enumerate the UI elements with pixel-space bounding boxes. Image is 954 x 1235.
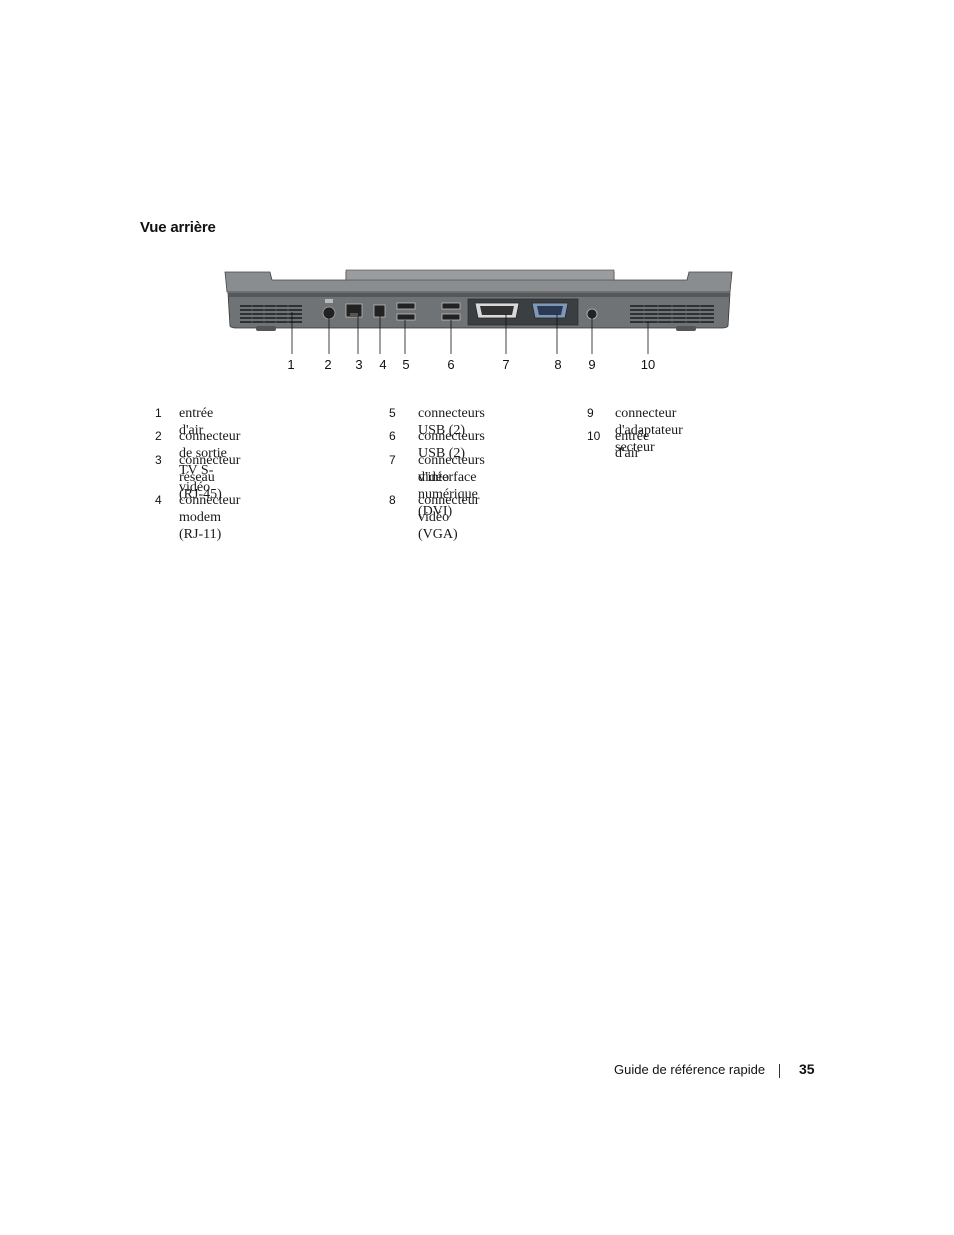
callout-3: 3 [355, 357, 363, 372]
callout-5: 5 [402, 357, 410, 372]
callout-7: 7 [502, 357, 510, 372]
legend-num-5: 5 [389, 406, 396, 420]
callout-2: 2 [324, 357, 332, 372]
legend-text-7b: vidéo numérique (DVI) [418, 470, 478, 519]
legend-num-8: 8 [389, 493, 396, 507]
legend-text-8: connecteur vidéo (VGA) [418, 493, 480, 542]
legend-num-1: 1 [155, 406, 162, 420]
legend-text-10: entrée d'air [615, 429, 650, 461]
legend-num-9: 9 [587, 406, 594, 420]
callout-9: 9 [588, 357, 596, 372]
legend-text-1: entrée d'air [179, 406, 214, 438]
legend-num-4: 4 [155, 493, 162, 507]
legend-text-2: connecteur de sortie TV S-vidéo [179, 429, 241, 495]
footer-separator [779, 1064, 780, 1078]
callout-1: 1 [287, 357, 295, 372]
callout-6: 6 [447, 357, 455, 372]
legend-text-4: connecteur modem (RJ-11) [179, 493, 241, 542]
legend-num-10: 10 [587, 429, 601, 443]
legend-num-2: 2 [155, 429, 162, 443]
legend-text-3: connecteur réseau (RJ-45) [179, 453, 241, 502]
legend-text-9: connecteur d'adaptateur secteur [615, 406, 683, 455]
legend-num-6: 6 [389, 429, 396, 443]
legend-text-7a: connecteurs d'interface [418, 453, 485, 485]
callout-8: 8 [554, 357, 562, 372]
legend-text-5: connecteurs USB (2) [418, 406, 485, 438]
callout-4: 4 [379, 357, 387, 372]
callout-10: 10 [640, 357, 656, 372]
page-number: 35 [799, 1061, 815, 1077]
legend-num-7: 7 [389, 453, 396, 467]
legend-text-6: connecteurs USB (2) [418, 429, 485, 461]
section-title: Vue arrière [140, 219, 216, 236]
legend-num-3: 3 [155, 453, 162, 467]
footer-guide-title: Guide de référence rapide [614, 1062, 766, 1077]
laptop-rear-view-illustration [222, 268, 734, 378]
